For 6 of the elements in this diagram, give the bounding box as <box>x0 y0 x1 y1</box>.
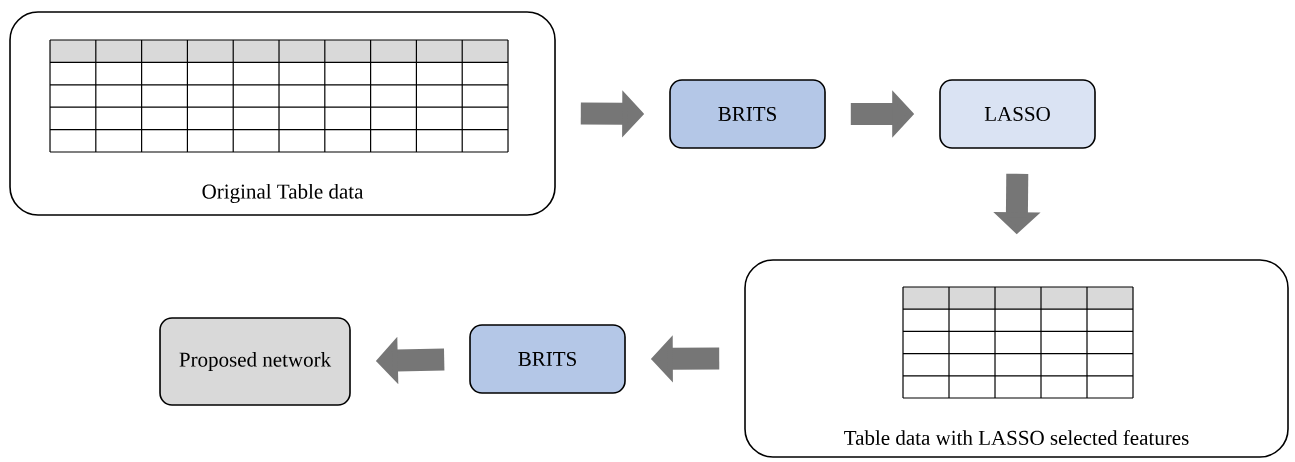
data-panel: Original Table data <box>9 11 556 216</box>
process-box: LASSO <box>939 79 1096 149</box>
process-box: BRITS <box>469 324 626 394</box>
data-panel: Table data with LASSO selected features <box>744 259 1289 458</box>
output-box: Proposed network <box>159 317 351 406</box>
process-box: BRITS <box>669 79 826 149</box>
